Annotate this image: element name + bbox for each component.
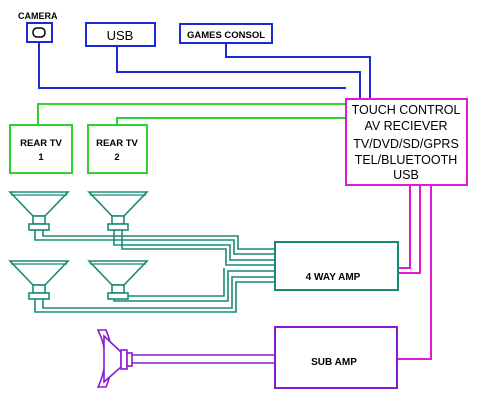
rear-tv-2-wire: [116, 117, 346, 125]
rear-tv-2[interactable]: REAR TV 2: [87, 124, 148, 174]
games-console-label: GAMES CONSOL: [187, 30, 265, 41]
rear-tv-1[interactable]: REAR TV 1: [9, 124, 73, 174]
sub-wires: [131, 354, 275, 364]
usb-label: USB: [107, 28, 134, 43]
subwoofer-icon: [96, 329, 133, 388]
teal-wires: [34, 230, 275, 313]
games-console-device[interactable]: GAMES CONSOL: [179, 23, 273, 44]
rear-tv-2-number: 2: [114, 152, 119, 163]
receiver-line-5: USB: [393, 168, 419, 182]
camera-label: CAMERA: [18, 11, 58, 21]
four-way-amp-label: 4 WAY AMP: [306, 272, 361, 283]
camera-device[interactable]: CAMERA: [18, 11, 58, 43]
blue-wires: [38, 42, 371, 99]
speaker-icon: [87, 260, 149, 300]
magenta-wires: [397, 185, 432, 360]
rear-tv-1-label: REAR TV: [20, 138, 62, 149]
four-way-amp[interactable]: 4 WAY AMP: [274, 241, 399, 291]
amp4-wire-b: [398, 185, 421, 274]
sub-amp-label: SUB AMP: [311, 357, 357, 368]
receiver-line-1: TOUCH CONTROL: [352, 103, 461, 117]
usb-device[interactable]: USB: [85, 22, 156, 47]
receiver-line-2: AV RECIEVER: [364, 119, 447, 133]
receiver-line-4: TEL/BLUETOOTH: [355, 153, 458, 167]
sub-amp[interactable]: SUB AMP: [274, 326, 398, 389]
speaker-icon: [8, 191, 70, 231]
receiver-line-3: TV/DVD/SD/GPRS: [353, 137, 459, 151]
rear-tv-1-number: 1: [38, 152, 44, 163]
usb-wire: [116, 46, 361, 99]
games-wire: [225, 43, 371, 99]
rear-tv-1-wire: [37, 103, 346, 125]
camera-lens-icon: [32, 27, 46, 38]
camera-wire: [38, 42, 346, 89]
rear-tv-2-label: REAR TV: [96, 138, 138, 149]
amp4-wire-a: [398, 185, 411, 269]
speaker-icon: [8, 260, 70, 300]
av-receiver[interactable]: TOUCH CONTROL AV RECIEVER TV/DVD/SD/GPRS…: [345, 98, 468, 186]
speaker-icon: [87, 191, 149, 231]
subamp-wire: [397, 185, 432, 360]
green-wires: [37, 103, 346, 125]
